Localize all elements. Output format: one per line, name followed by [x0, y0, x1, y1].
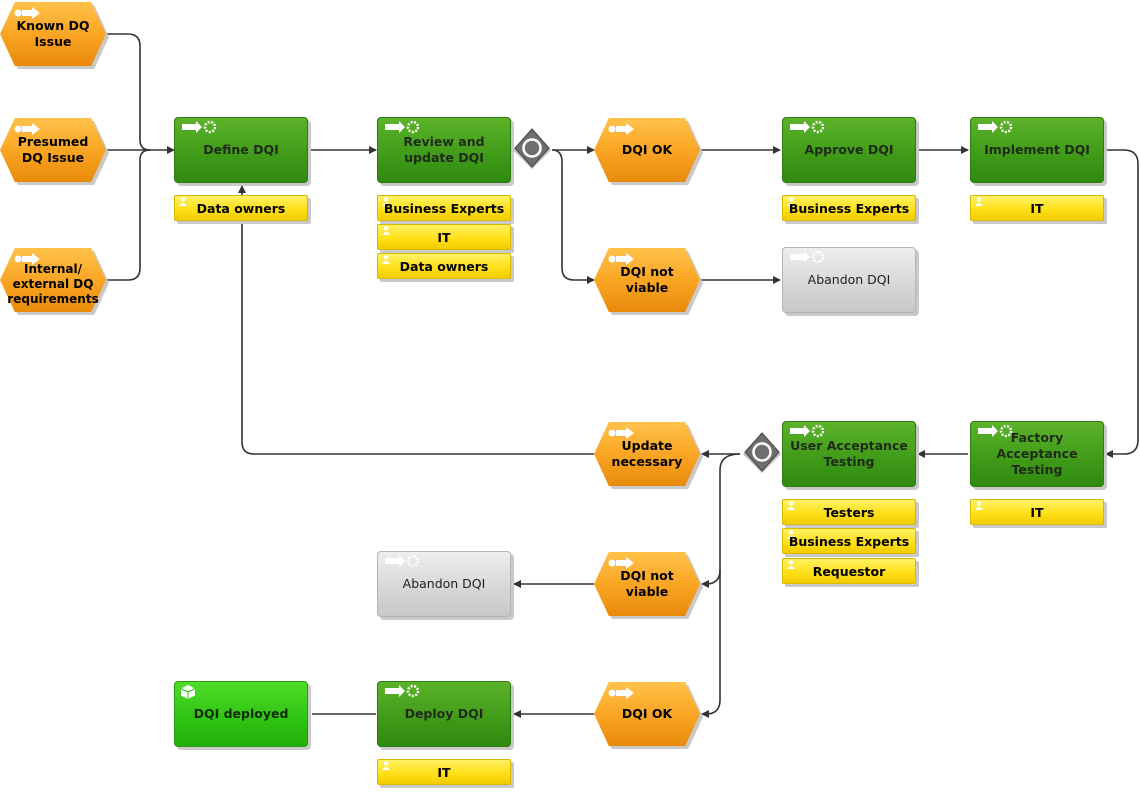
event-flag-icon	[14, 7, 40, 19]
role-it[interactable]: IT	[970, 195, 1107, 224]
role-label: IT	[1030, 200, 1044, 216]
cube-icon	[180, 685, 196, 699]
gear-process-icon	[385, 120, 420, 134]
event-label: Internal/ external DQ requirements	[7, 261, 99, 306]
role-requestor[interactable]: Requestor	[782, 558, 919, 587]
person-role-icon	[787, 501, 795, 510]
role-business-experts[interactable]: Business Experts	[782, 528, 919, 557]
event-flag-icon	[14, 123, 40, 135]
person-role-icon	[382, 197, 390, 206]
role-label: Data owners	[196, 200, 286, 216]
event-label: DQI OK	[621, 142, 673, 157]
person-role-icon	[382, 226, 390, 235]
event-known-dq-issue[interactable]: Known DQ Issue	[0, 2, 109, 69]
function-review-and-update-dqi[interactable]: Review and update DQI	[377, 117, 514, 186]
role-label: Data owners	[399, 258, 489, 274]
event-flag-icon	[608, 253, 634, 265]
function-label: Review and update DQI	[403, 134, 485, 165]
function-label: Abandon DQI	[807, 272, 891, 287]
function-label: Deploy DQI	[404, 706, 484, 721]
role-label: Business Experts	[383, 200, 505, 216]
event-label: DQI not viable	[620, 568, 674, 599]
link-update-to-define	[238, 185, 594, 455]
xor-gateway-icon[interactable]	[510, 128, 554, 172]
person-role-icon	[975, 501, 983, 510]
gear-process-icon	[790, 120, 825, 134]
event-dqi-ok-2[interactable]: DQI OK	[594, 682, 703, 749]
event-dqi-not-viable-1[interactable]: DQI not viable	[594, 248, 703, 315]
role-data-owners[interactable]: Data owners	[377, 253, 514, 282]
person-role-icon	[179, 197, 187, 206]
function-label: Approve DQI	[804, 142, 894, 157]
event-label: DQI not viable	[620, 264, 674, 295]
link-gateway-to-notviable	[551, 149, 595, 284]
link-gateway-to-ok2	[701, 570, 721, 718]
person-role-icon	[975, 197, 983, 206]
person-role-icon	[787, 197, 795, 206]
function-approve-dqi[interactable]: Approve DQI	[782, 117, 919, 186]
role-label: Business Experts	[788, 200, 910, 216]
event-label: Known DQ Issue	[16, 18, 90, 49]
event-label: Presumed DQ Issue	[17, 134, 89, 165]
event-presumed-dq-issue[interactable]: Presumed DQ Issue	[0, 118, 109, 185]
link-internal-to-define	[106, 149, 151, 281]
function-dqi-deployed[interactable]: DQI deployed	[174, 681, 311, 750]
function-abandon-dqi-2[interactable]: Abandon DQI	[377, 551, 514, 620]
link-implement-to-fat	[1104, 149, 1139, 458]
event-label: DQI OK	[621, 706, 673, 721]
role-label: Requestor	[812, 563, 886, 579]
role-label: IT	[437, 229, 451, 245]
function-label: Factory Acceptance Testing	[996, 430, 1078, 477]
person-role-icon	[787, 530, 795, 539]
role-label: Testers	[823, 504, 875, 520]
role-it[interactable]: IT	[377, 759, 514, 788]
gear-process-icon	[978, 120, 1013, 134]
event-label: Update necessary	[611, 438, 683, 469]
function-implement-dqi[interactable]: Implement DQI	[970, 117, 1107, 186]
role-label: IT	[1030, 504, 1044, 520]
gear-process-icon	[978, 424, 1013, 438]
role-data-owners[interactable]: Data owners	[174, 195, 311, 224]
role-testers[interactable]: Testers	[782, 499, 919, 528]
function-label: Abandon DQI	[402, 576, 486, 591]
function-label: Define DQI	[203, 142, 279, 157]
role-label: Business Experts	[788, 533, 910, 549]
person-role-icon	[787, 560, 795, 569]
gear-process-icon	[385, 554, 420, 568]
function-user-acceptance-testing[interactable]: User Acceptance Testing	[782, 421, 919, 490]
event-flag-icon	[14, 253, 40, 265]
function-label: Implement DQI	[984, 142, 1090, 157]
role-label: IT	[437, 764, 451, 780]
xor-gateway-icon[interactable]	[740, 432, 784, 476]
link-gateway-to-notviable2	[701, 453, 741, 588]
gear-process-icon	[790, 424, 825, 438]
person-role-icon	[382, 761, 390, 770]
function-label: DQI deployed	[193, 706, 289, 721]
function-factory-acceptance-testing[interactable]: Factory Acceptance Testing	[970, 421, 1107, 490]
gear-process-icon	[790, 250, 825, 264]
role-it[interactable]: IT	[377, 224, 514, 253]
event-update-necessary[interactable]: Update necessary	[594, 422, 703, 489]
role-business-experts[interactable]: Business Experts	[782, 195, 919, 224]
event-flag-icon	[608, 123, 634, 135]
event-flag-icon	[608, 557, 634, 569]
function-define-dqi[interactable]: Define DQI	[174, 117, 311, 186]
event-flag-icon	[608, 687, 634, 699]
gear-process-icon	[182, 120, 217, 134]
function-label: User Acceptance Testing	[790, 438, 908, 469]
function-deploy-dqi[interactable]: Deploy DQI	[377, 681, 514, 750]
role-business-experts[interactable]: Business Experts	[377, 195, 514, 224]
role-it[interactable]: IT	[970, 499, 1107, 528]
event-dqi-not-viable-2[interactable]: DQI not viable	[594, 552, 703, 619]
function-abandon-dqi-1[interactable]: Abandon DQI	[782, 247, 919, 316]
event-internal-external-dq-requirements[interactable]: Internal/ external DQ requirements	[0, 248, 109, 315]
event-flag-icon	[608, 427, 634, 439]
person-role-icon	[382, 255, 390, 264]
event-dqi-ok-1[interactable]: DQI OK	[594, 118, 703, 185]
link-known-to-define	[106, 33, 151, 151]
gear-process-icon	[385, 684, 420, 698]
